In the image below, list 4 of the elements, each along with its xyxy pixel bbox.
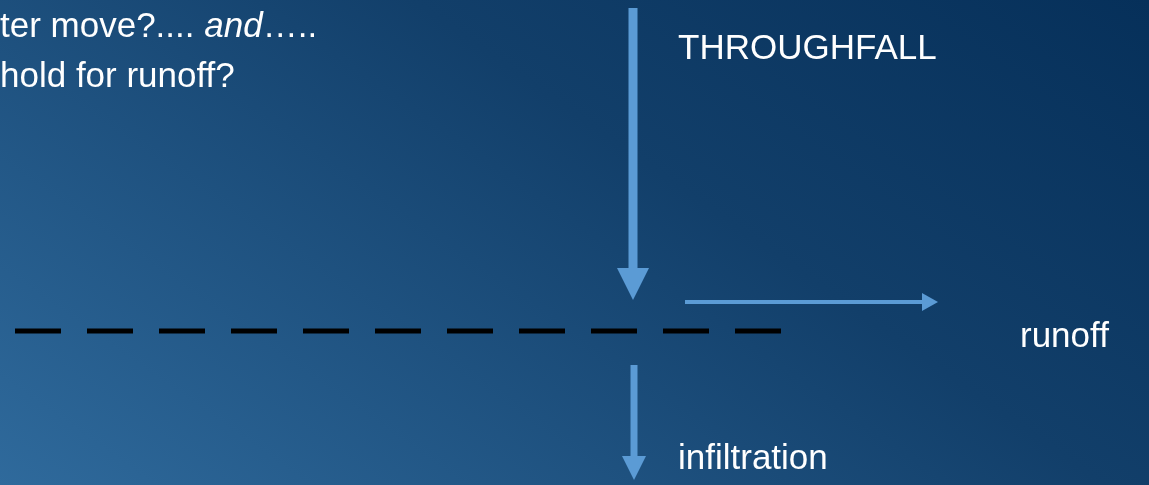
process-label: runoff [1020,314,1109,356]
question-text: ter move?.... and….. hold for runoff? [0,4,319,96]
process-label: infiltration [678,436,828,478]
process-label: THROUGHFALL [678,26,937,68]
